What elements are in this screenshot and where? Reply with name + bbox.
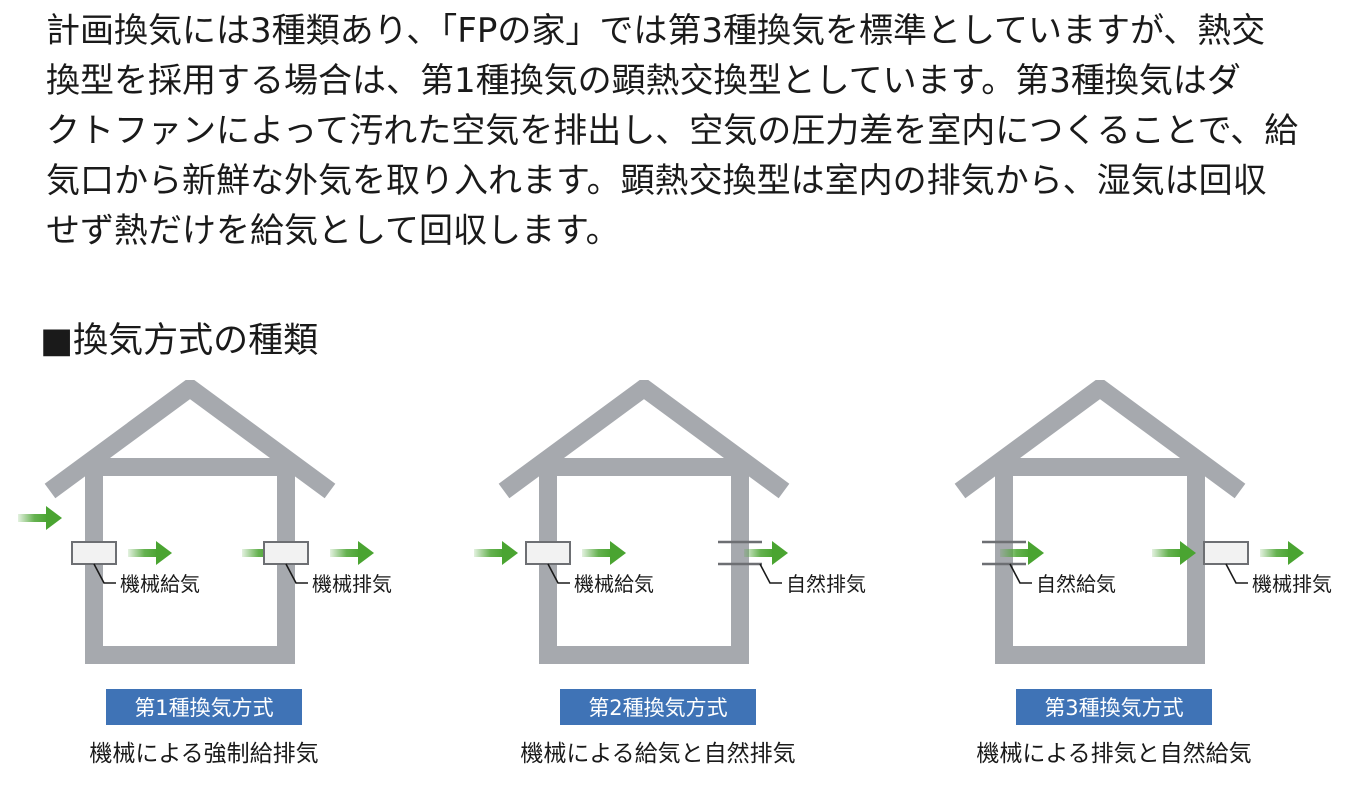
intro-line-1: 計画換気には3種類あり、「FPの家」では第3種換気を標準としていますが、熱交 xyxy=(46,11,1266,51)
diagram-type-1: 機械給気 機械排気 第1種換気方式 機械による強制給排気 xyxy=(18,388,392,767)
supply-leader-line xyxy=(1009,563,1032,584)
supply-label: 機械給気 xyxy=(574,572,654,596)
exhaust-arrow-icon xyxy=(1260,541,1304,565)
intro-line-3: クトファンによって汚れた空気を排出し、空気の圧力差を室内につくることで、給 xyxy=(46,111,1299,151)
mechanical-supply-vent-icon xyxy=(525,541,571,565)
supply-arrow-icon xyxy=(128,541,172,565)
exhaust-arrow-icon xyxy=(330,541,374,565)
type-caption: 機械による排気と自然給気 xyxy=(976,741,1251,767)
house-outline-icon xyxy=(504,388,784,664)
mechanical-exhaust-vent-icon xyxy=(263,541,309,565)
house-outline-icon xyxy=(960,388,1240,664)
diagram-type-3: 自然給気 機械排気 第3種換気方式 機械による排気と自然給気 xyxy=(960,388,1332,767)
supply-inflow-arrow-icon xyxy=(474,541,518,565)
type-badge-label: 第3種換気方式 xyxy=(1044,696,1183,720)
intake-arrow-icon xyxy=(18,506,62,530)
intro-line-2: 換型を採用する場合は、第1種換気の顕熱交換型としています。第3種換気はダ xyxy=(46,61,1241,101)
exhaust-leader-line xyxy=(759,563,782,584)
exhaust-label: 機械排気 xyxy=(1252,572,1332,596)
type-badge xyxy=(560,689,756,725)
supply-label: 自然給気 xyxy=(1036,572,1116,596)
house-outline-icon xyxy=(50,388,330,664)
exhaust-leader-line xyxy=(285,563,308,584)
exhaust-label: 機械排気 xyxy=(312,572,392,596)
intro-paragraph: 計画換気には3種類あり、「FPの家」では第3種換気を標準としていますが、熱交 換… xyxy=(46,6,1336,256)
exhaust-leader-line xyxy=(1225,563,1248,584)
type-badge xyxy=(106,689,302,725)
type-badge-label: 第2種換気方式 xyxy=(588,696,727,720)
intro-line-5: せず熱だけを給気として回収します。 xyxy=(46,211,620,251)
supply-arrow-icon xyxy=(582,541,626,565)
mechanical-supply-vent-icon xyxy=(71,541,117,565)
exhaust-label: 自然排気 xyxy=(786,572,866,596)
intro-line-4: 気口から新鮮な外気を取り入れます。顕熱交換型は室内の排気から、湿気は回収 xyxy=(46,161,1267,201)
section-title: ■換気方式の種類 xyxy=(40,321,319,361)
ventilation-diagram: 機械給気 機械排気 第1種換気方式 機械による強制給排気 機械給気 自然排気 第… xyxy=(18,380,1332,767)
mechanical-exhaust-vent-icon xyxy=(1203,541,1249,565)
diagram-type-2: 機械給気 自然排気 第2種換気方式 機械による給気と自然排気 xyxy=(474,388,866,767)
supply-leader-line xyxy=(93,563,116,584)
type-caption: 機械による強制給排気 xyxy=(89,741,318,767)
type-badge xyxy=(1016,689,1212,725)
supply-label: 機械給気 xyxy=(120,572,200,596)
exhaust-arrow-icon xyxy=(744,541,788,565)
supply-leader-line xyxy=(547,563,570,584)
type-badge-label: 第1種換気方式 xyxy=(134,696,273,720)
type-caption: 機械による給気と自然排気 xyxy=(520,741,795,767)
